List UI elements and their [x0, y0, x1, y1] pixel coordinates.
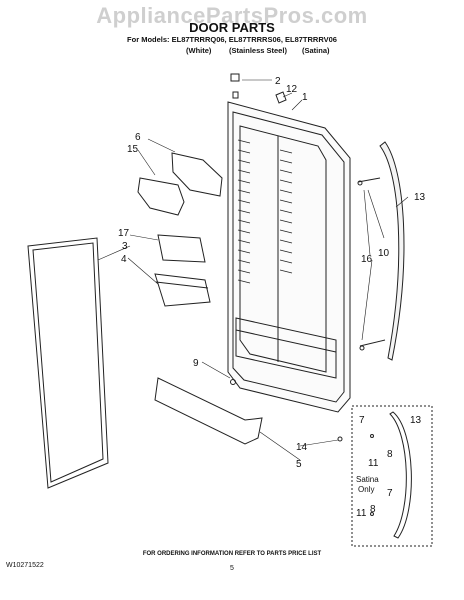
callout-3: 3 — [122, 241, 128, 252]
page-title: DOOR PARTS — [189, 20, 275, 35]
callout-4: 4 — [121, 254, 127, 265]
door-liner — [227, 101, 351, 413]
hinge-cap — [230, 73, 287, 104]
callout-8b: 8 — [370, 504, 376, 515]
variant-stainless: (Stainless Steel) — [229, 46, 287, 55]
document-number: W10271522 — [6, 562, 44, 569]
callout-13: 13 — [414, 192, 426, 203]
callout-8a: 8 — [387, 449, 393, 460]
satina-label-1: Satina — [356, 475, 379, 484]
callout-2: 2 — [275, 76, 281, 87]
leader-lines — [97, 79, 409, 461]
variant-satina: (Satina) — [302, 46, 330, 55]
ordering-note: FOR ORDERING INFORMATION REFER TO PARTS … — [142, 551, 322, 557]
callout-10: 10 — [378, 248, 390, 259]
callout-9: 9 — [193, 358, 199, 369]
callout-12: 12 — [286, 84, 298, 95]
satina-only-box — [351, 405, 433, 547]
callout-6: 6 — [135, 132, 141, 143]
satina-handle — [370, 411, 412, 539]
door-bins — [137, 152, 223, 307]
callout-7b: 7 — [387, 488, 393, 499]
bottom-door-shelf — [154, 377, 343, 445]
page-number: 5 — [230, 565, 234, 572]
models-line: For Models: EL87TRRRQ06, EL87TRRRS06, EL… — [127, 35, 337, 44]
watermark: AppliancePartsPros.com — [96, 3, 368, 28]
callout-14: 14 — [296, 442, 308, 453]
callout-15: 15 — [127, 144, 139, 155]
callout-7a: 7 — [359, 415, 365, 426]
satina-label-2: Only — [358, 485, 374, 494]
callout-16: 16 — [361, 254, 373, 265]
variant-white: (White) — [186, 46, 212, 55]
door-gasket — [27, 237, 109, 489]
callout-11a: 11 — [368, 458, 379, 469]
callout-13b: 13 — [410, 415, 422, 426]
callout-5: 5 — [296, 459, 302, 470]
door-handle — [357, 141, 405, 361]
callout-11b: 11 — [356, 508, 367, 519]
callout-1: 1 — [302, 92, 308, 103]
callout-17: 17 — [118, 228, 130, 239]
